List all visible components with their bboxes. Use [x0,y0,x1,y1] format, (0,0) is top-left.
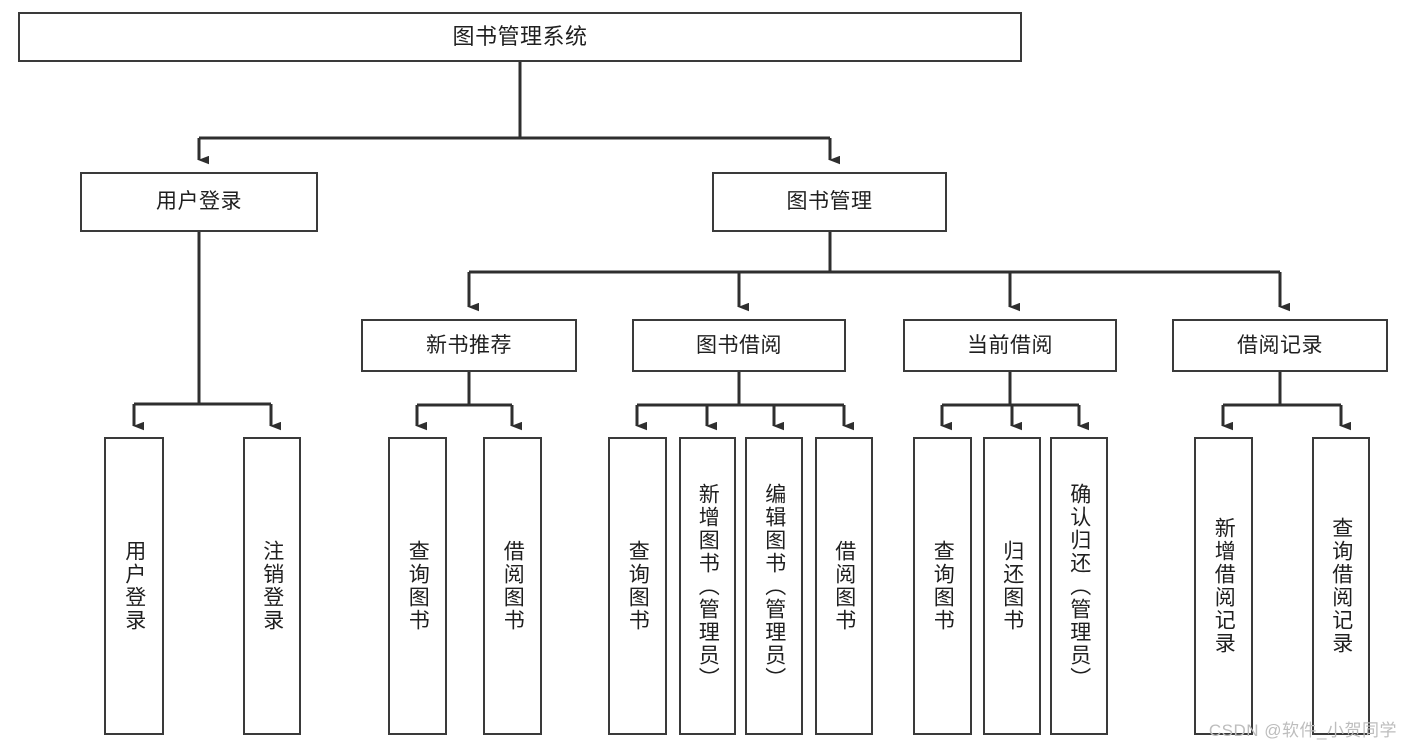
leaf-query-book-borrow-label: 查询图书 [626,540,650,632]
leaf-query-book-current-label: 查询图书 [931,540,955,632]
node-new-book-recommend-label: 新书推荐 [426,333,512,357]
node-book-borrow[interactable]: 图书借阅 [632,319,846,372]
csdn-watermark: CSDN @软件_小贺同学 [1208,721,1397,740]
node-user-login-label: 用户登录 [156,190,242,214]
leaf-confirm-return-admin-label: 确认归还（管理员） [1067,482,1091,690]
node-root[interactable]: 图书管理系统 [18,12,1022,62]
node-root-label: 图书管理系统 [452,23,588,49]
leaf-add-book-admin[interactable]: 新增图书（管理员） [679,437,736,735]
leaf-add-book-admin-label: 新增图书（管理员） [696,482,720,690]
leaf-query-borrow-record-label: 查询借阅记录 [1329,517,1353,655]
node-current-borrow-label: 当前借阅 [967,333,1053,357]
leaf-logout[interactable]: 注销登录 [243,437,301,735]
node-user-login[interactable]: 用户登录 [80,172,318,232]
leaf-query-book-recommend-label: 查询图书 [406,540,430,632]
leaf-edit-book-admin[interactable]: 编辑图书（管理员） [745,437,803,735]
node-new-book-recommend[interactable]: 新书推荐 [361,319,577,372]
node-book-management[interactable]: 图书管理 [712,172,947,232]
leaf-return-book-label: 归还图书 [1000,540,1024,632]
leaf-borrow-book-recommend-label: 借阅图书 [501,540,525,632]
leaf-confirm-return-admin[interactable]: 确认归还（管理员） [1050,437,1108,735]
leaf-add-borrow-record[interactable]: 新增借阅记录 [1194,437,1253,735]
leaf-query-book-recommend[interactable]: 查询图书 [388,437,447,735]
node-borrow-record[interactable]: 借阅记录 [1172,319,1388,372]
leaf-logout-label: 注销登录 [260,540,284,632]
leaf-query-book-borrow[interactable]: 查询图书 [608,437,667,735]
leaf-user-login[interactable]: 用户登录 [104,437,164,735]
leaf-query-borrow-record[interactable]: 查询借阅记录 [1312,437,1370,735]
leaf-edit-book-admin-label: 编辑图书（管理员） [762,482,786,690]
node-book-borrow-label: 图书借阅 [696,333,782,357]
leaf-borrow-book-recommend[interactable]: 借阅图书 [483,437,542,735]
leaf-user-login-label: 用户登录 [122,540,146,632]
node-borrow-record-label: 借阅记录 [1237,333,1323,357]
leaf-borrow-book[interactable]: 借阅图书 [815,437,873,735]
leaf-query-book-current[interactable]: 查询图书 [913,437,972,735]
leaf-return-book[interactable]: 归还图书 [983,437,1041,735]
leaf-borrow-book-label: 借阅图书 [832,540,856,632]
node-book-management-label: 图书管理 [786,190,873,214]
node-current-borrow[interactable]: 当前借阅 [903,319,1117,372]
leaf-add-borrow-record-label: 新增借阅记录 [1212,517,1236,655]
